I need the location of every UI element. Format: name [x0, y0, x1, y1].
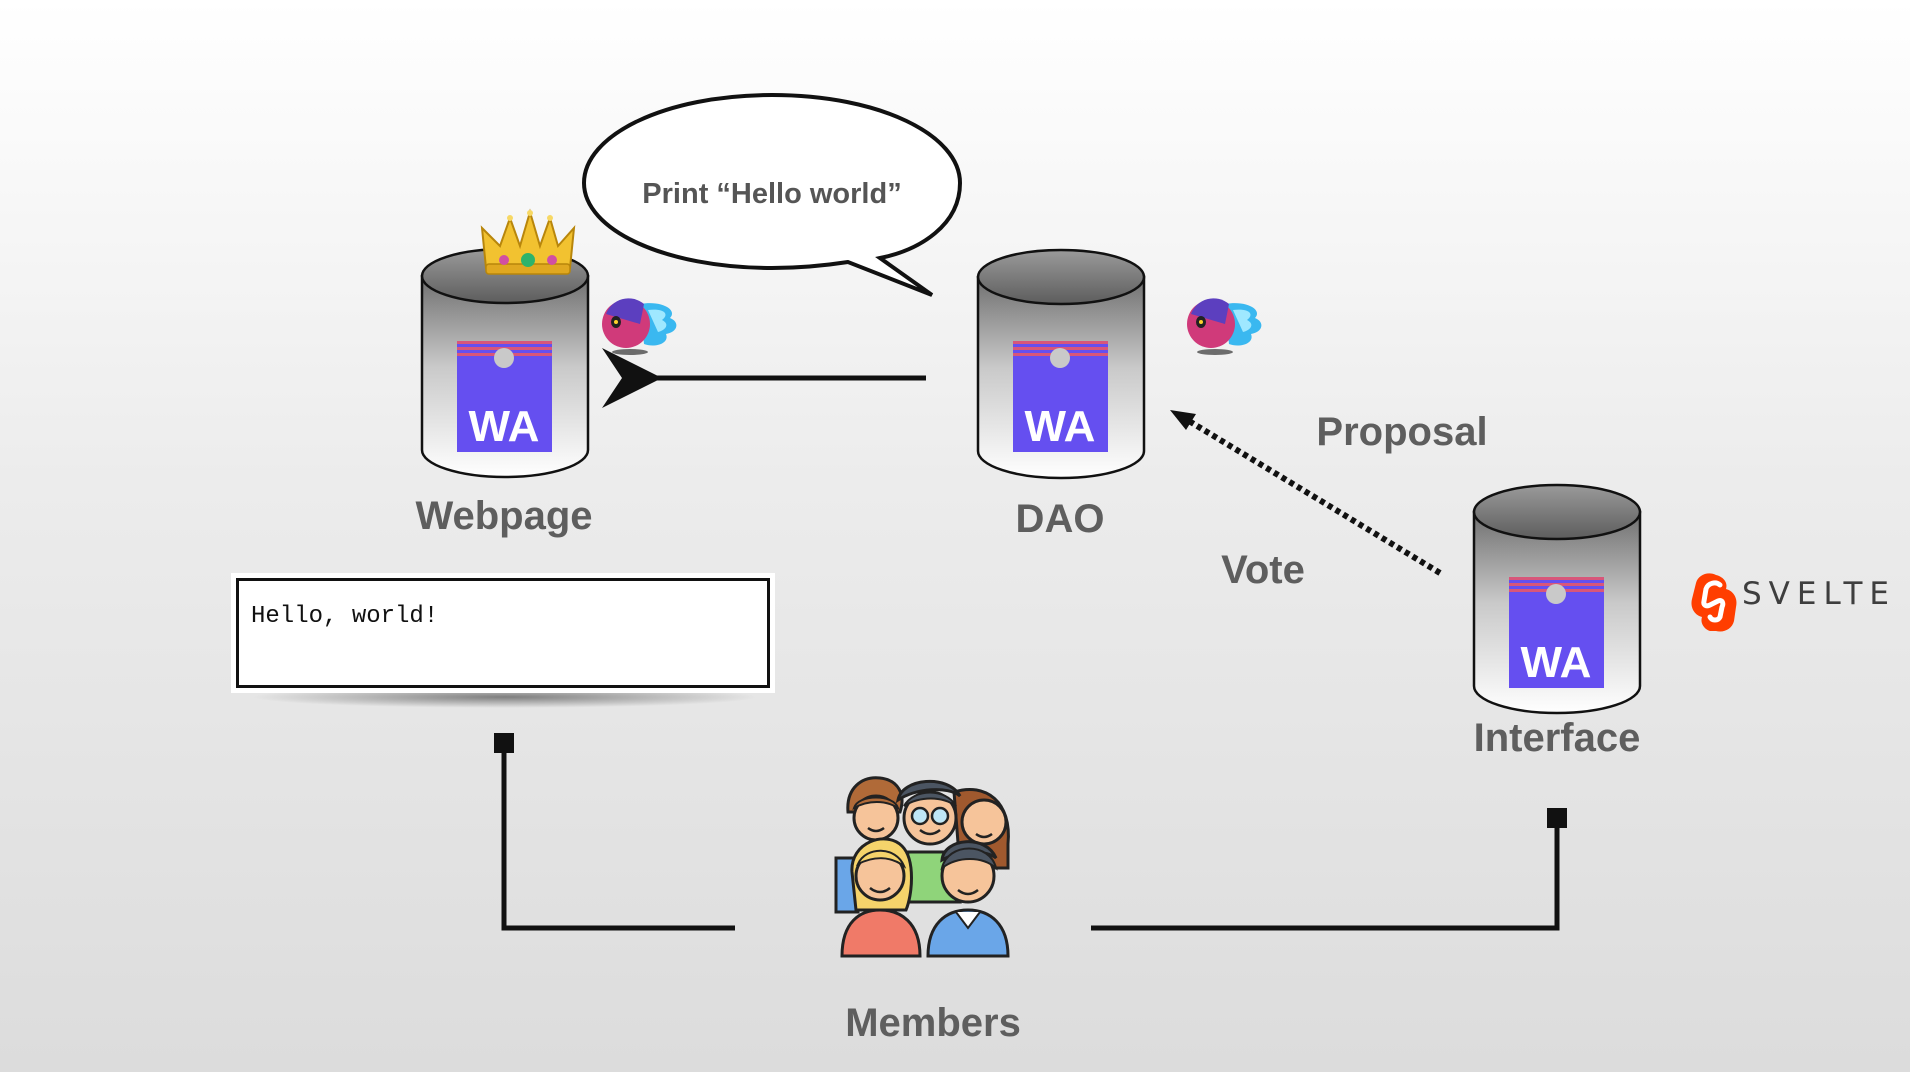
- svelte-icon: [1691, 573, 1737, 632]
- speech-bubble: [581, 92, 963, 297]
- members-connector-left: [494, 733, 735, 931]
- proposal-label: Proposal: [1316, 410, 1488, 454]
- webassembly-logo: WA: [457, 341, 552, 452]
- ghost-fireball-icon: [602, 298, 677, 355]
- crown-icon: [480, 208, 576, 275]
- proposal-vote-arrow: [1182, 415, 1442, 576]
- interface-label: Interface: [1473, 716, 1641, 760]
- ghost-fireball-icon: [1187, 298, 1262, 355]
- webpage-cylinder: WA: [420, 247, 590, 479]
- webassembly-logo: WA: [1013, 341, 1108, 452]
- members-connector-right: [1091, 808, 1567, 931]
- webpage-label: Webpage: [415, 494, 593, 538]
- svelte-wordmark: SVELTE: [1742, 576, 1896, 612]
- speech-bubble-text: Print “Hello world”: [642, 178, 902, 210]
- output-box: Hello, world!: [236, 578, 770, 688]
- proposal-vote-arrowhead: [1170, 410, 1196, 430]
- vote-label: Vote: [1221, 548, 1305, 592]
- wa-badge-text: WA: [469, 402, 540, 451]
- interface-cylinder: WA: [1472, 483, 1642, 715]
- output-box-shadow: [250, 686, 760, 708]
- dao-cylinder: WA: [976, 248, 1146, 480]
- people-group-icon: [834, 776, 1010, 958]
- webassembly-logo: WA: [1509, 577, 1604, 688]
- output-text: Hello, world!: [251, 603, 439, 630]
- members-label: Members: [845, 1001, 1021, 1045]
- wa-badge-text: WA: [1521, 638, 1592, 687]
- wa-badge-text: WA: [1025, 402, 1096, 451]
- dao-label: DAO: [1015, 497, 1105, 541]
